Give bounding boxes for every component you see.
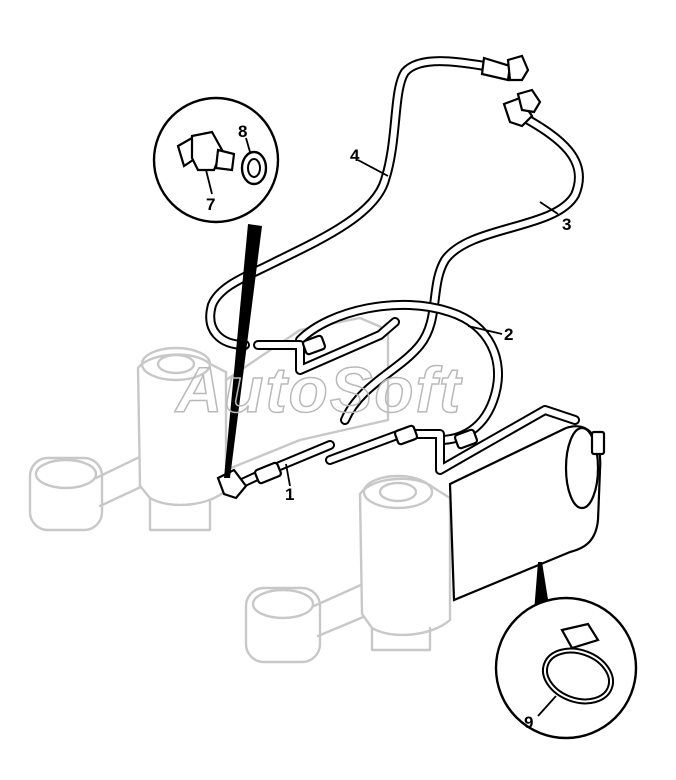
rear-cylinder-left <box>28 316 390 532</box>
detail-inset-hose-clamp <box>494 562 638 740</box>
callout-label-8: 8 <box>238 122 247 141</box>
hose-4 <box>205 54 530 350</box>
callout-label-9: 9 <box>524 713 533 732</box>
hose-3 <box>340 88 584 425</box>
hose-1 <box>216 440 335 500</box>
front-cylinder-port-fitting <box>590 430 606 456</box>
rigid-pipes <box>253 317 580 475</box>
callout-label-4: 4 <box>350 146 360 165</box>
callout-label-3: 3 <box>562 215 571 234</box>
callout-label-1: 1 <box>285 485 294 504</box>
sealing-washer-icon <box>240 150 268 186</box>
hose-2 <box>295 299 503 445</box>
callout-label-7: 7 <box>206 195 215 214</box>
callout-label-2: 2 <box>504 325 513 344</box>
front-cylinder-endcap <box>564 426 600 510</box>
hose-clamp-icon <box>542 622 614 705</box>
callout-leaders <box>205 137 559 717</box>
front-cylinder-right <box>244 474 452 664</box>
detail-inset-fitting <box>152 96 280 478</box>
adapter-fitting-icon <box>176 130 236 172</box>
watermark-text: AutoSoft <box>174 354 463 426</box>
